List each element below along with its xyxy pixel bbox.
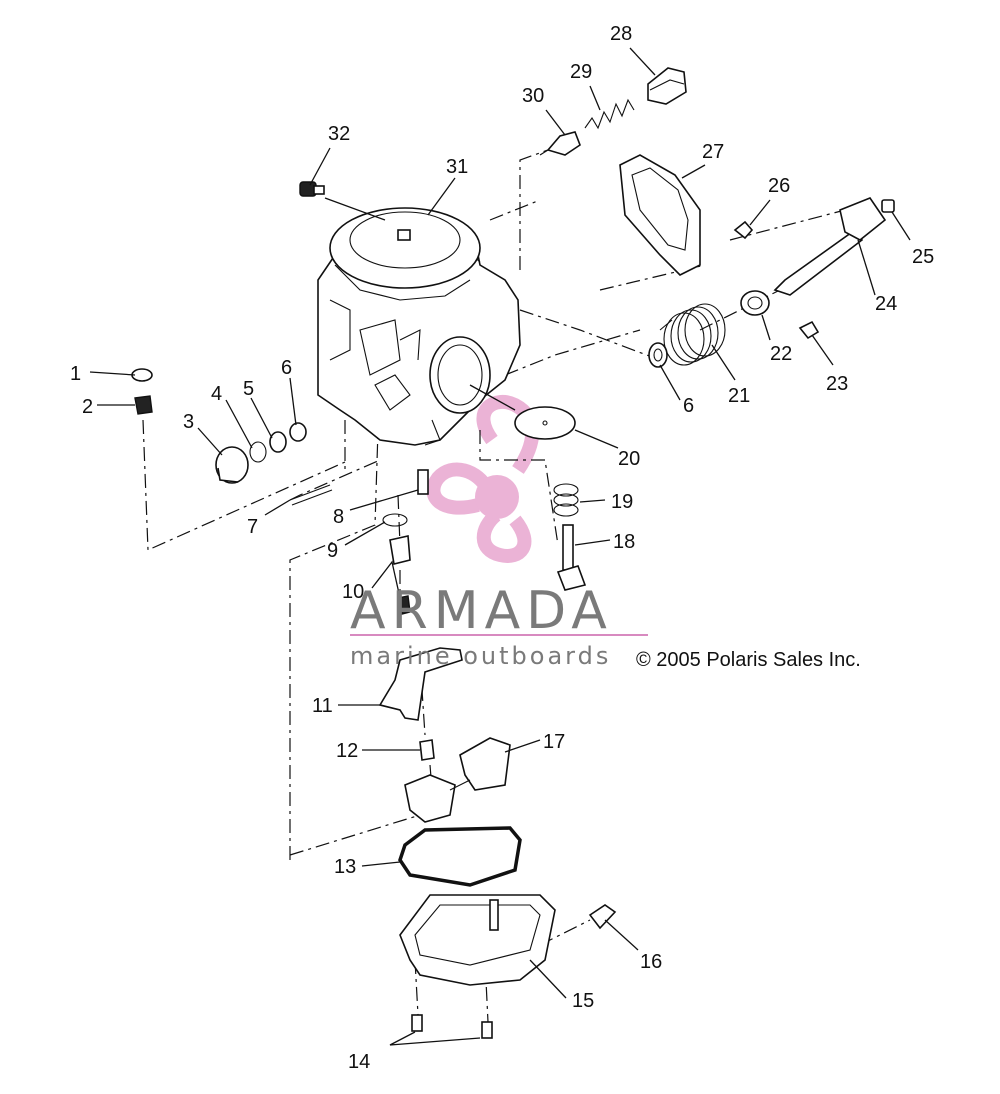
washer-part-6-left: [289, 422, 307, 442]
callout-16: 16: [640, 951, 662, 973]
callout-4: 4: [211, 383, 222, 405]
callout-27: 27: [702, 141, 724, 163]
callout-12: 12: [336, 740, 358, 762]
callout-11: 11: [312, 695, 333, 717]
screw-part-32: [299, 181, 325, 197]
adjust-screw-part-18: [556, 524, 587, 591]
watermark-logo: [426, 394, 540, 563]
watermark-logo-hub: [475, 475, 519, 519]
callout-18: 18: [613, 531, 635, 553]
pin-part-7: [289, 484, 333, 506]
callout-24: 24: [875, 293, 897, 315]
callout-28: 28: [610, 23, 632, 45]
callout-23: 23: [826, 373, 848, 395]
jet-part-8: [417, 469, 429, 495]
screw-part-26: [733, 220, 754, 240]
callout-8: 8: [333, 506, 344, 528]
leader-lines: [89, 47, 911, 1046]
plate-part-20: [514, 406, 576, 440]
cover-gasket-part-27: [619, 154, 701, 276]
callout-26: 26: [768, 175, 790, 197]
screw-part-12: [419, 739, 435, 761]
callout-9: 9: [327, 540, 338, 562]
washer-part-6-right: [648, 342, 668, 368]
float-part-17: [404, 737, 511, 823]
bracket-part-11: [378, 647, 463, 721]
screw-part-23: [798, 320, 820, 340]
drain-screw-part-16: [588, 904, 617, 930]
gasket-part-13: [398, 826, 522, 887]
o-ring-part-9: [382, 513, 408, 527]
callout-7: 7: [247, 516, 258, 538]
callout-6-right: 6: [683, 395, 694, 417]
cap-part-28: [647, 67, 687, 105]
screw-part-30: [539, 131, 581, 156]
bolt-part-25: [881, 199, 895, 213]
watermark-tagline: marine outboards: [350, 642, 611, 670]
callout-15: 15: [572, 990, 594, 1012]
callout-32: 32: [328, 123, 350, 145]
callout-10: 10: [342, 581, 364, 603]
callout-20: 20: [618, 448, 640, 470]
coil-spring-part-21: [659, 303, 726, 366]
callout-labels: 1 2 3 4 5 6 6 7 8 9 10 11 12 13 14 15 16…: [70, 23, 934, 1073]
callout-3: 3: [183, 411, 194, 433]
screws-part-14: [411, 1014, 493, 1039]
callout-17: 17: [543, 731, 565, 753]
callout-13: 13: [334, 856, 356, 878]
spring-part-29: [584, 98, 635, 130]
callout-25: 25: [912, 246, 934, 268]
float-bowl-part-15: [399, 894, 556, 986]
clip-part-4: [249, 441, 267, 463]
copyright-notice: © 2005 Polaris Sales Inc.: [636, 649, 861, 671]
spring-part-19: [553, 483, 579, 517]
callout-6-left: 6: [281, 357, 292, 379]
needle-seat-part-10: [389, 535, 411, 615]
callout-21: 21: [728, 385, 750, 407]
callout-1: 1: [70, 363, 81, 385]
cap-part-3: [215, 446, 249, 484]
callout-19: 19: [611, 491, 633, 513]
washer-part-5: [269, 431, 287, 453]
top-cover-part-31: [329, 207, 481, 301]
callout-31: 31: [446, 156, 468, 178]
callout-14: 14: [348, 1051, 370, 1073]
watermark-text: ARMADA marine outboards: [350, 581, 648, 670]
plug-part-2: [134, 395, 153, 415]
washer-part-22: [740, 290, 770, 316]
watermark-name: ARMADA: [350, 581, 613, 641]
throttle-shaft-part-24: [773, 197, 887, 296]
callout-5: 5: [243, 378, 254, 400]
callout-2: 2: [82, 396, 93, 418]
callout-29: 29: [570, 61, 592, 83]
callout-30: 30: [522, 85, 544, 107]
callout-22: 22: [770, 343, 792, 365]
